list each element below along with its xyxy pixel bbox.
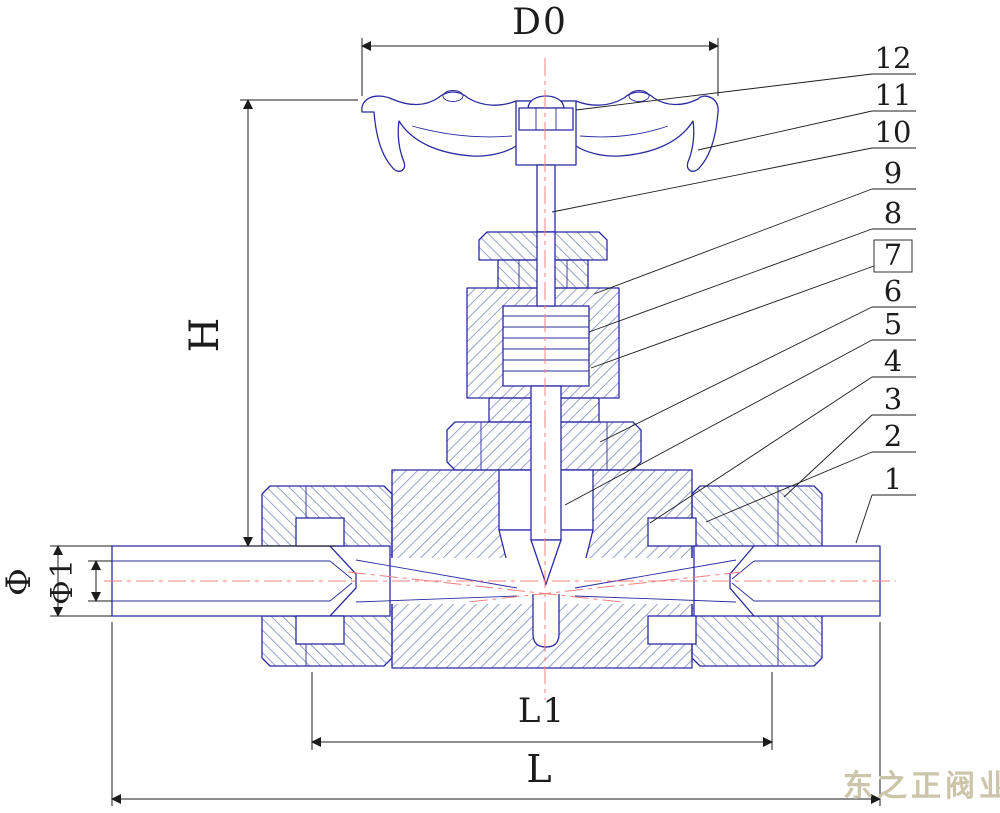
part-number-11: 11 — [875, 78, 912, 112]
part-number-3: 3 — [884, 382, 902, 416]
callout-box-7 — [873, 239, 913, 273]
centerline-diagonal-left — [347, 571, 623, 603]
part-number-4: 4 — [884, 344, 902, 378]
dim-l: L — [111, 622, 881, 806]
part-number-8: 8 — [884, 196, 902, 230]
body-assembly — [111, 385, 881, 669]
watermark-text: 东之正阀业 — [843, 769, 1000, 804]
outlet-port — [532, 594, 560, 648]
dim-label-d0: D0 — [512, 2, 568, 43]
leader-line-1 — [855, 494, 873, 544]
right-pipe — [729, 545, 881, 617]
handwheel-cap — [527, 95, 565, 109]
part-number-9: 9 — [884, 156, 902, 190]
handwheel-boss-left — [442, 90, 464, 102]
leader-line-3 — [783, 414, 873, 498]
leader-line-6 — [599, 306, 873, 443]
handwheel-spoke-arc-right — [579, 125, 669, 138]
dim-phi1: Φ1 — [45, 557, 112, 605]
right-sleeve-top — [647, 517, 697, 547]
stem-upper — [536, 164, 556, 233]
handwheel — [361, 90, 719, 172]
leader-line-4 — [649, 376, 873, 524]
left-sleeve-bottom — [295, 615, 345, 645]
stem-thread-block — [502, 305, 590, 387]
leader-line-9 — [593, 188, 873, 295]
leader-line-5 — [564, 339, 873, 506]
centerline-diagonal-right — [467, 571, 743, 603]
leader-line-12 — [575, 73, 873, 111]
bonnet-assembly — [446, 231, 642, 471]
right-pipe-taper-top — [731, 560, 755, 580]
dim-label-h: H — [182, 316, 228, 353]
flow-passage-lines — [355, 559, 737, 603]
leader-line-8 — [588, 228, 873, 333]
leader-line-7 — [590, 265, 875, 369]
dim-h: H — [182, 99, 358, 547]
dim-label-l1: L1 — [518, 691, 566, 731]
dim-label-phi: Φ — [0, 566, 39, 596]
dim-d0: D0 — [361, 2, 719, 96]
left-pipe-taper-top — [329, 560, 353, 580]
handwheel-nut — [518, 107, 574, 131]
part-number-1: 1 — [884, 462, 902, 496]
part-number-10: 10 — [875, 115, 912, 149]
dim-label-l: L — [526, 747, 553, 791]
right-pipe-taper-bottom — [731, 582, 755, 602]
dim-l1: L1 — [311, 672, 773, 750]
left-sleeve-top — [295, 517, 345, 547]
left-pipe-taper-bottom — [329, 582, 353, 602]
dim-label-phi1: Φ1 — [45, 557, 80, 605]
leader-line-10 — [551, 147, 873, 213]
stem-thread-lines — [503, 315, 589, 372]
dim-phi: Φ — [0, 545, 112, 617]
part-number-2: 2 — [884, 419, 902, 453]
leader-line-11 — [697, 110, 873, 151]
centerlines — [104, 58, 896, 700]
part-number-12: 12 — [875, 41, 912, 75]
stem-through-gland — [536, 231, 556, 307]
right-sleeve-bottom — [647, 615, 697, 645]
part-number-6: 6 — [884, 274, 902, 308]
needle-cone — [530, 539, 562, 587]
leader-line-2 — [705, 451, 873, 523]
stem-lower — [530, 385, 562, 541]
part-number-7: 7 — [884, 238, 902, 272]
handwheel-boss-right — [628, 90, 650, 102]
part-number-5: 5 — [884, 307, 902, 341]
handwheel-spoke-arc-left — [411, 125, 513, 138]
part-callouts: 12 11 10 9 8 7 6 5 4 3 2 1 — [551, 41, 916, 544]
